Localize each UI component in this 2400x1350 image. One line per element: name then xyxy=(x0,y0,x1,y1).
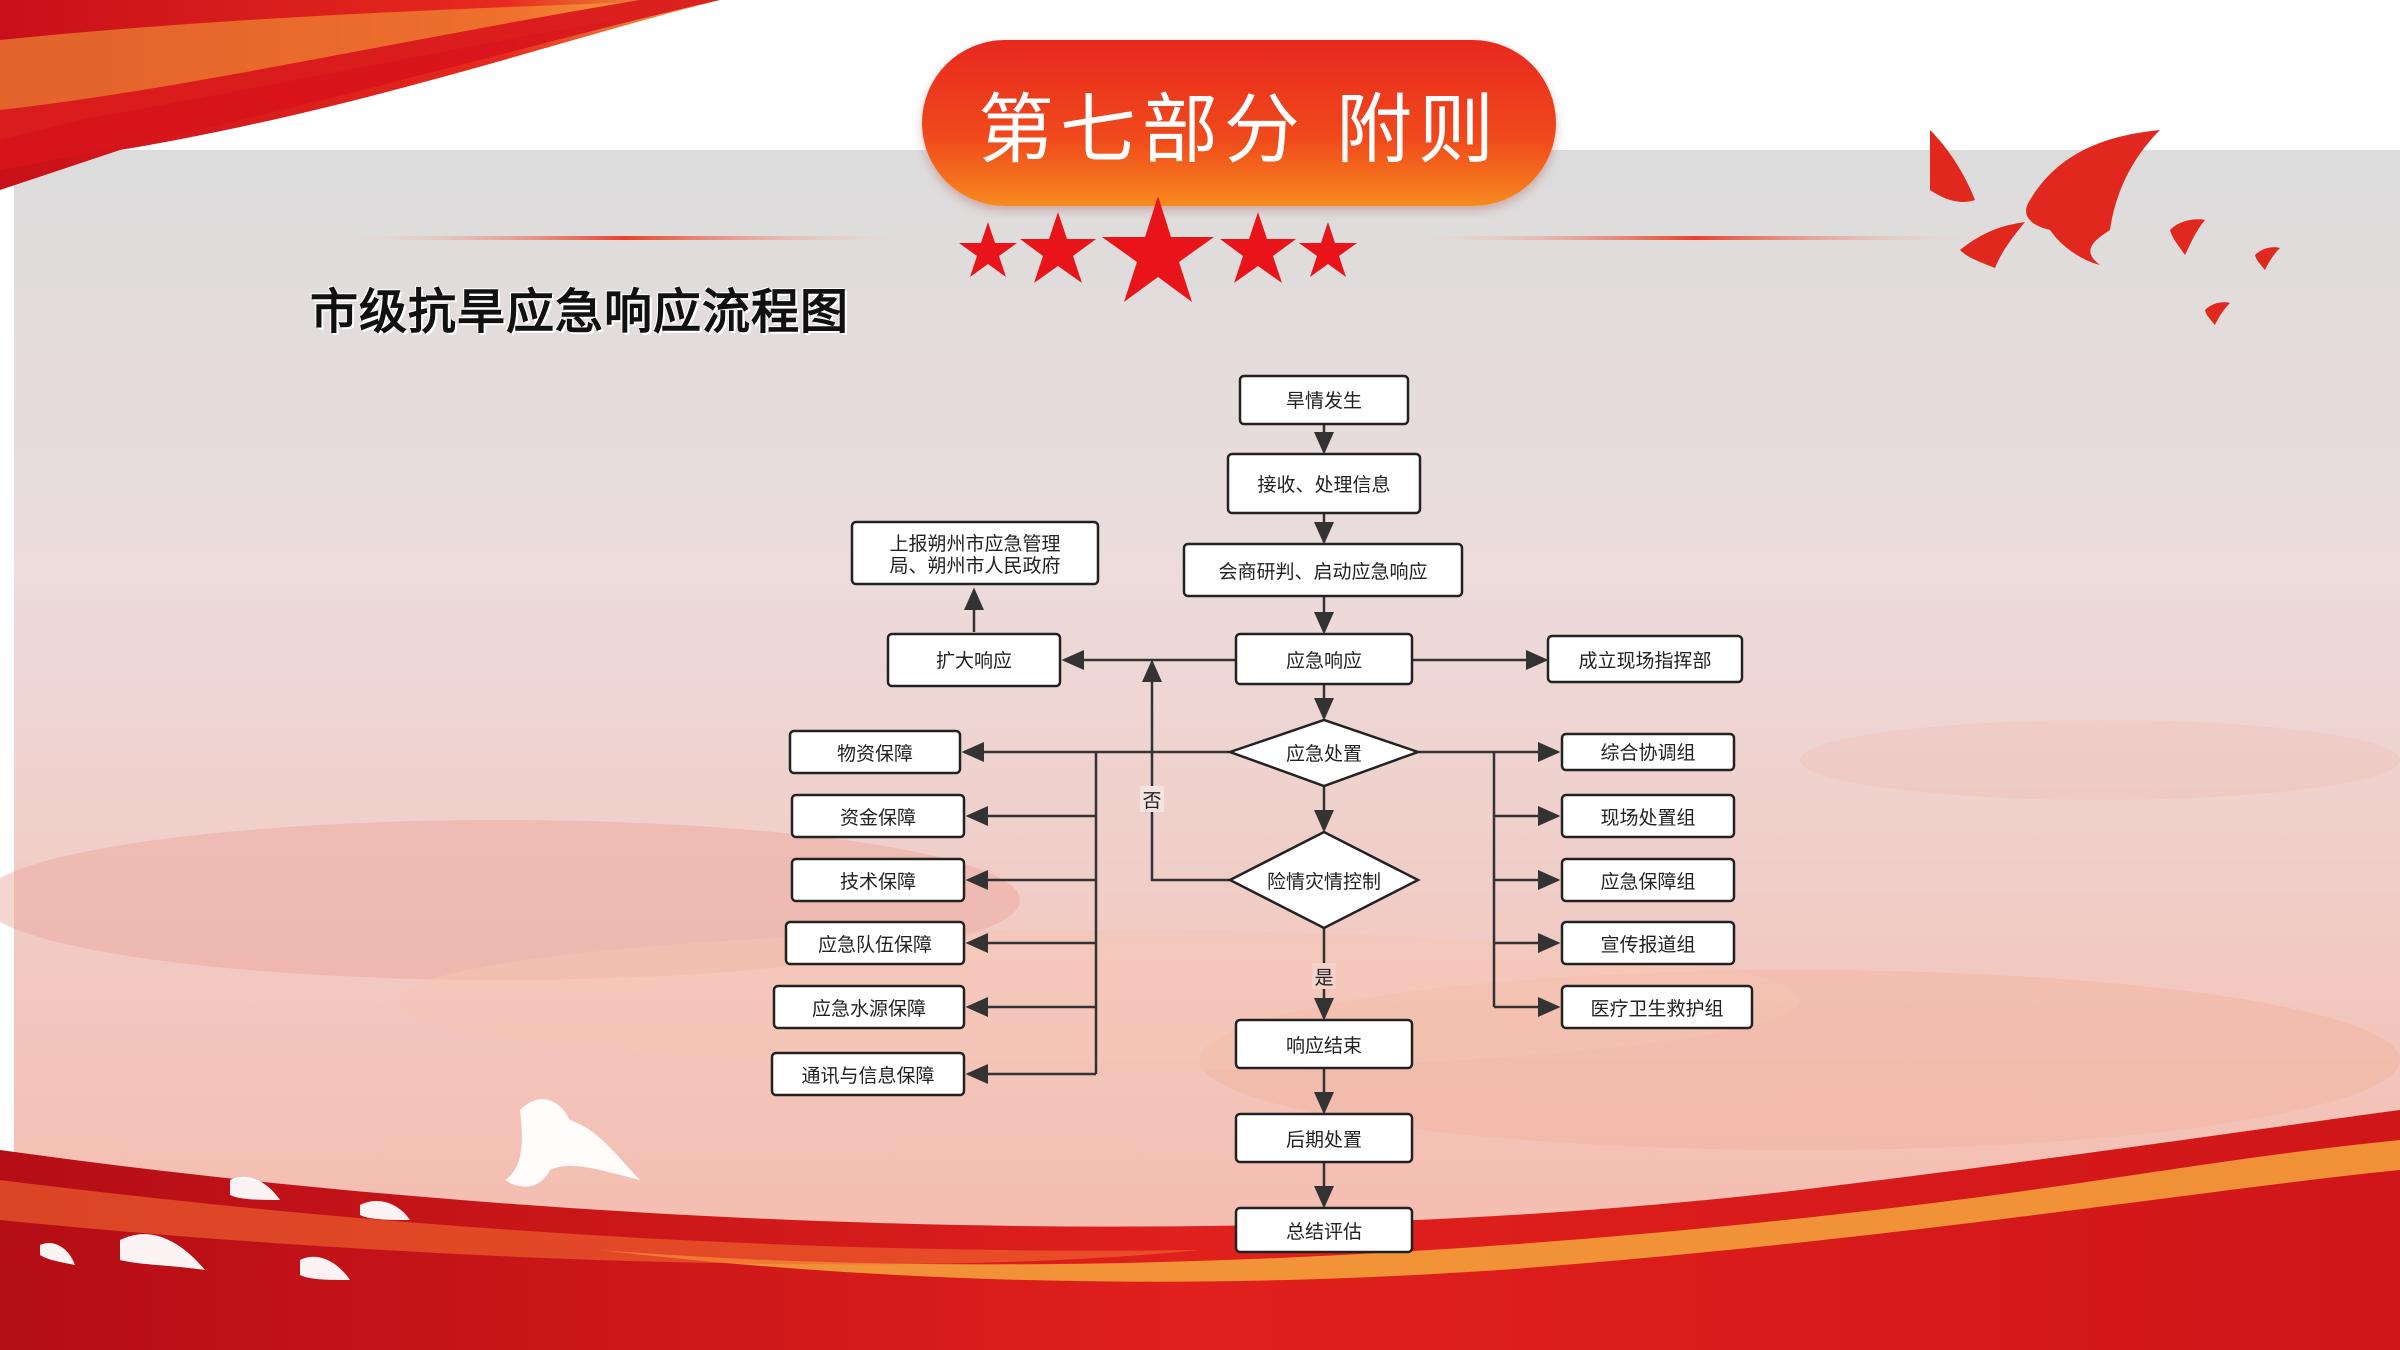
group-box xyxy=(1560,857,1736,903)
support-label: 通讯与信息保障 xyxy=(801,1065,934,1087)
support-box xyxy=(790,793,966,839)
node-danger-controlled xyxy=(1227,830,1421,930)
support-label: 资金保障 xyxy=(840,807,916,829)
node-label: 响应结束 xyxy=(1286,1035,1362,1057)
node-label: 后期处置 xyxy=(1286,1129,1362,1151)
node-label: 局、朔州市人民政府 xyxy=(889,555,1060,577)
support-box xyxy=(790,857,966,903)
connector-lines xyxy=(961,424,1561,1209)
node-label: 旱情发生 xyxy=(1286,390,1362,412)
support-box xyxy=(770,1051,966,1097)
group-box xyxy=(1560,732,1736,772)
support-box xyxy=(784,920,966,966)
node-emergency-handling xyxy=(1226,718,1422,788)
edge-label-no: 否 xyxy=(1142,790,1161,812)
node-label: 应急处置 xyxy=(1286,743,1362,765)
group-box xyxy=(1560,984,1754,1030)
node-label: 上报朔州市应急管理 xyxy=(889,533,1060,555)
node-consult-start xyxy=(1182,542,1464,598)
group-box xyxy=(1560,920,1736,966)
node-label: 险情灾情控制 xyxy=(1267,871,1381,893)
node-field-hq xyxy=(1546,634,1744,684)
node-emergency-response xyxy=(1234,632,1414,686)
support-label: 物资保障 xyxy=(837,743,913,765)
group-label: 现场处置组 xyxy=(1600,807,1695,829)
node-response-end xyxy=(1234,1018,1414,1070)
group-label: 综合协调组 xyxy=(1600,742,1695,764)
support-box xyxy=(788,729,962,775)
node-summary-eval xyxy=(1234,1206,1414,1254)
node-label: 扩大响应 xyxy=(936,650,1012,672)
support-label: 应急队伍保障 xyxy=(818,934,932,956)
node-label: 成立现场指挥部 xyxy=(1578,650,1711,672)
node-label: 应急响应 xyxy=(1286,650,1362,672)
group-label: 应急保障组 xyxy=(1600,871,1695,893)
section-title-banner: 第七部分 附则 xyxy=(922,40,1556,206)
support-label: 应急水源保障 xyxy=(812,998,926,1020)
node-post-handling xyxy=(1234,1112,1414,1164)
edge-label-yes: 是 xyxy=(1314,967,1333,989)
node-label: 总结评估 xyxy=(1286,1221,1362,1243)
node-drought-occurs xyxy=(1238,374,1410,426)
group-label: 宣传报道组 xyxy=(1600,934,1695,956)
node-label: 接收、处理信息 xyxy=(1257,474,1390,496)
node-label: 会商研判、启动应急响应 xyxy=(1218,561,1427,583)
support-box xyxy=(772,984,966,1030)
node-expand-response xyxy=(886,632,1062,688)
node-receive-info xyxy=(1226,452,1422,515)
support-label: 技术保障 xyxy=(840,871,916,893)
page-subtitle: 市级抗旱应急响应流程图 xyxy=(310,284,850,340)
group-label: 医疗卫生救护组 xyxy=(1590,998,1723,1020)
group-box xyxy=(1560,793,1736,839)
node-report-authorities xyxy=(850,520,1100,586)
